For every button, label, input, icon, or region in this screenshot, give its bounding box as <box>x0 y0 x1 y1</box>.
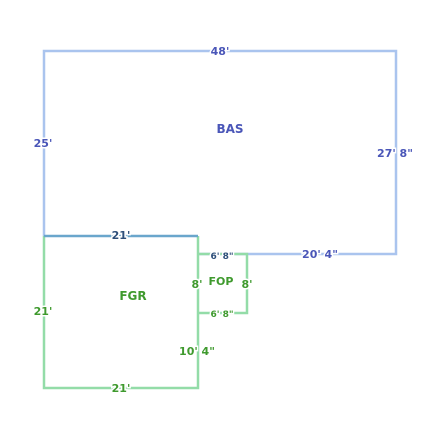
bas-bottom-right-dimension: 20' 4" <box>302 248 338 261</box>
fop-bottom-dimension: 6' 8" <box>210 310 233 320</box>
fop-left-dimension: 8' <box>191 278 202 291</box>
bas-left-dimension: 25' <box>34 137 53 150</box>
bas-outline <box>42 49 398 256</box>
bas-right-dimension: 27' 8" <box>377 147 413 160</box>
fgr-outline <box>42 236 200 390</box>
fop-right-dimension: 8' <box>241 278 252 291</box>
bas-area-label: BAS <box>216 122 243 136</box>
fgr-left-dimension: 21' <box>34 305 53 318</box>
fop-outline <box>198 252 249 315</box>
fop-area-label: FOP <box>209 275 234 288</box>
fgr-bottom-dimension: 21' <box>112 382 131 395</box>
fgr-top-dimension: 21' <box>112 229 131 242</box>
fop-top-dimension: 6' 8" <box>210 252 233 262</box>
bas-top-dimension: 48' <box>211 45 230 58</box>
fgr-area-label: FGR <box>119 289 146 303</box>
fgr-right-dimension: 10' 4" <box>179 345 215 358</box>
